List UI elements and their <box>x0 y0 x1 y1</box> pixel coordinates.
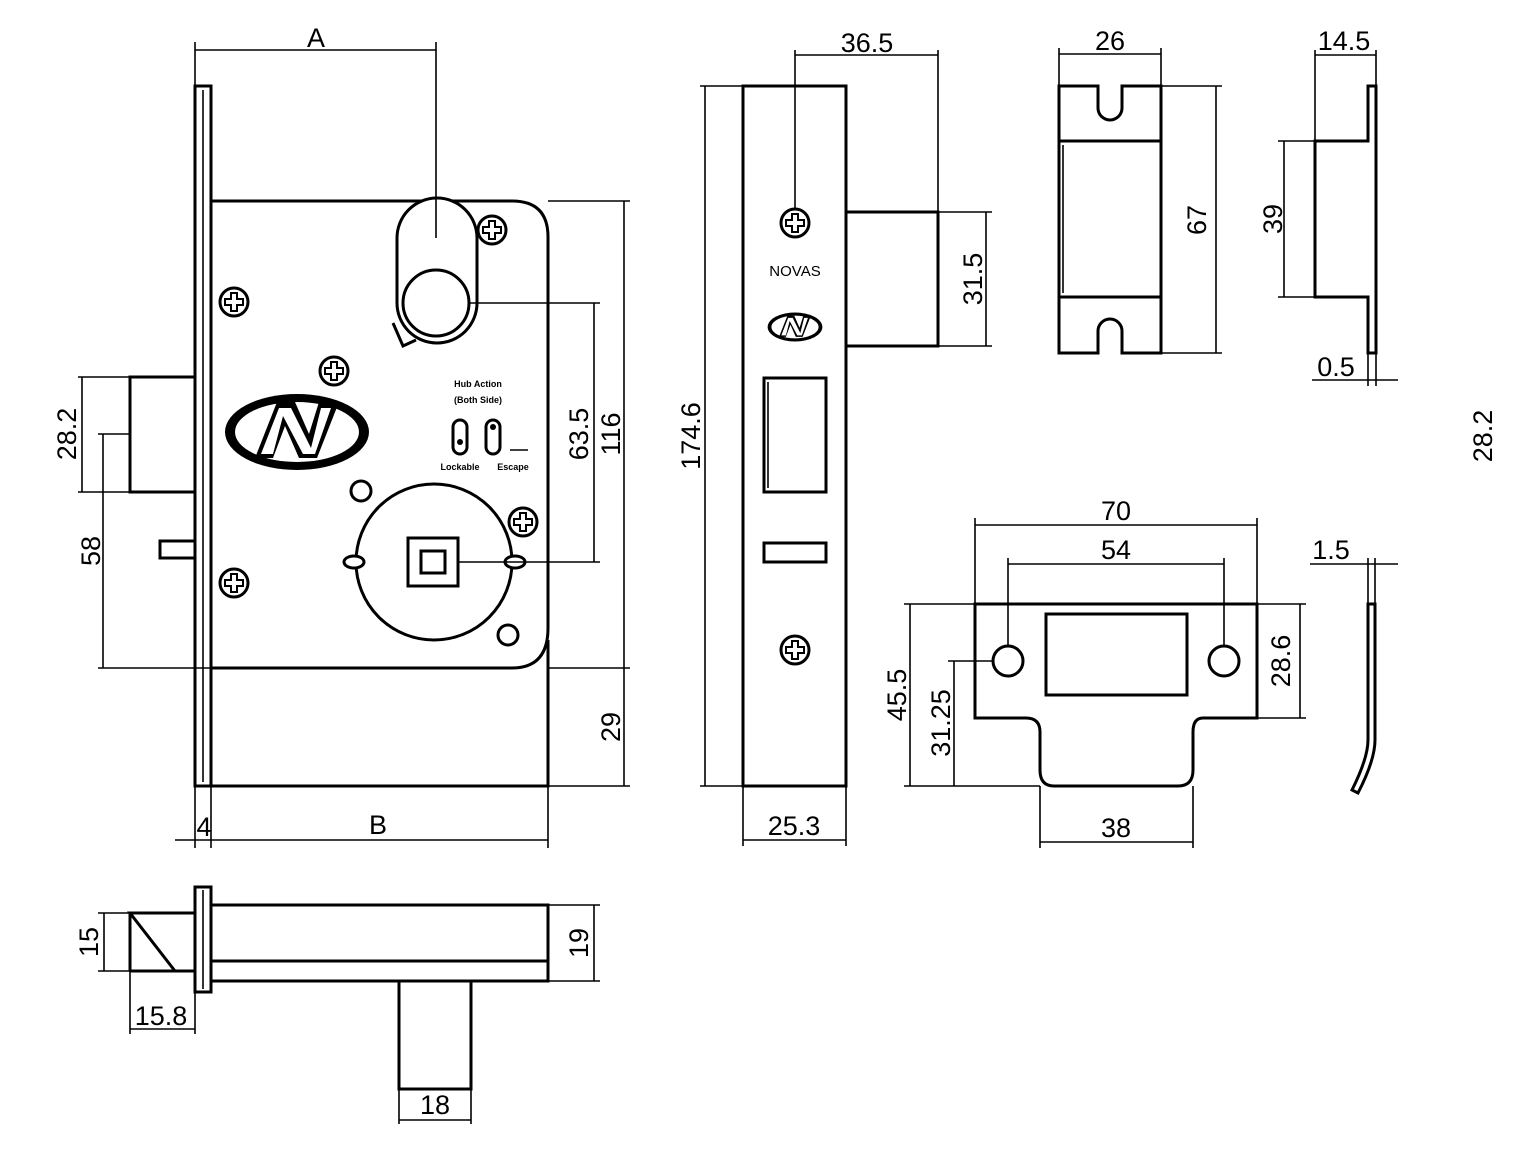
strike-plate-side <box>1349 602 1377 796</box>
dim-0-5: 0.5 <box>1317 352 1355 382</box>
screw-icon <box>318 355 350 387</box>
strike-box-side <box>1313 84 1378 355</box>
screw-icon <box>476 214 508 246</box>
dim-36-5: 36.5 <box>841 28 894 58</box>
dim-39: 39 <box>1258 204 1288 234</box>
latch-bolt <box>128 375 197 494</box>
dim-4: 4 <box>196 812 211 842</box>
brand-name: NOVAS <box>769 263 820 280</box>
strike-box-dimensions: 26 67 <box>1058 26 1222 354</box>
strike-box-front <box>1057 84 1163 355</box>
strike-plate-dimensions: 70 54 45.5 31.25 28.6 38 <box>882 496 1306 848</box>
anti-thrust-pin <box>158 539 197 560</box>
cylinder-hole <box>401 268 471 338</box>
both-sides-label: (Both Side) <box>454 395 502 405</box>
latch-projection <box>844 210 940 348</box>
latch-aperture <box>762 376 828 494</box>
dim-25-3: 25.3 <box>768 811 821 841</box>
hub-action-label: Hub Action <box>454 379 502 389</box>
screw-icon <box>507 506 539 538</box>
pin-aperture <box>762 541 828 564</box>
top-view-dimensions: 15 15.8 19 18 <box>74 904 600 1124</box>
dim-54: 54 <box>1101 535 1131 565</box>
dim-63-5: 63.5 <box>564 408 594 461</box>
dim-15-8: 15.8 <box>135 1001 188 1031</box>
dim-38: 38 <box>1101 813 1131 843</box>
dim-29: 29 <box>596 712 626 742</box>
dim-a: A <box>307 23 325 53</box>
strike-side-thickness: 1.5 <box>1310 535 1398 604</box>
strike-aperture <box>1044 612 1189 697</box>
screw-icon <box>779 207 811 239</box>
latch-bevel <box>126 911 197 973</box>
dim-15: 15 <box>74 927 104 957</box>
dim-58: 58 <box>76 536 106 566</box>
strike-box-plate <box>1057 84 1163 355</box>
dim-28-2-edge: 28.2 <box>1468 410 1498 463</box>
lockable-label: Lockable <box>440 462 479 472</box>
dim-67: 67 <box>1182 205 1212 235</box>
screw-icon <box>218 567 250 599</box>
main-view-dimensions: A B 4 28.2 58 63.5 116 29 <box>52 23 630 848</box>
follower-spindle <box>397 979 473 1091</box>
strike-screw-hole <box>991 644 1025 678</box>
novas-logo-icon <box>225 394 369 470</box>
dim-18: 18 <box>420 1090 450 1120</box>
strike-side-dimensions: 14.5 39 0.5 28.2 <box>1258 26 1498 462</box>
strike-plate-front <box>973 602 1259 788</box>
dim-b: B <box>369 810 387 840</box>
escape-label: Escape <box>497 462 529 472</box>
dim-14-5: 14.5 <box>1318 26 1371 56</box>
strike-screw-hole <box>1207 644 1241 678</box>
strike-box-profile <box>1313 84 1378 355</box>
dim-70: 70 <box>1101 496 1131 526</box>
forend-dimensions: 174.6 36.5 31.5 25.3 <box>676 28 992 846</box>
small-logo-icon <box>767 312 823 342</box>
dim-19: 19 <box>564 928 594 958</box>
dim-28-2: 28.2 <box>52 408 82 461</box>
screw-icon <box>779 634 811 666</box>
dim-45-5: 45.5 <box>882 669 912 722</box>
lock-body-view: Hub Action (Both Side) Lockable Escape <box>128 84 550 788</box>
dim-1-5: 1.5 <box>1312 535 1350 565</box>
lock-top-view <box>126 885 550 1091</box>
dim-31-25: 31.25 <box>926 689 956 757</box>
dim-26: 26 <box>1095 26 1125 56</box>
strike-plate-profile <box>1349 602 1377 796</box>
dim-174-6: 174.6 <box>676 402 706 470</box>
dim-28-6: 28.6 <box>1266 635 1296 688</box>
dim-116: 116 <box>596 412 626 455</box>
dim-31-5: 31.5 <box>958 253 988 306</box>
case-top <box>209 903 550 983</box>
screw-icon <box>218 286 250 318</box>
